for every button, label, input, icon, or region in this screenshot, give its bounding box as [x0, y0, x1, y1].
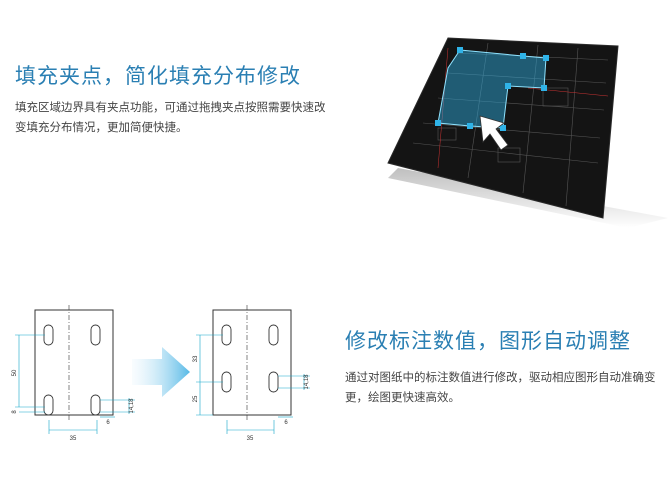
cursor-arrow-icon	[479, 115, 509, 151]
transform-arrow-icon	[132, 347, 190, 397]
feature-dim-description: 通过对图纸中的标注数值进行修改，驱动相应图形自动准确变更，绘图更快速高效。	[345, 370, 656, 404]
dim-label[interactable]: 35	[247, 436, 254, 442]
drawing-before: 50 8 35 14,18 6	[12, 305, 135, 442]
dim-label[interactable]: 14,18	[304, 374, 310, 390]
dim-label[interactable]: 33	[193, 355, 199, 362]
feature-fill-title: 填充夹点，简化填充分布修改	[15, 64, 301, 88]
cad-screen-illustration	[387, 37, 668, 228]
dim-label[interactable]: 25	[193, 395, 199, 402]
dim-label[interactable]: 35	[70, 436, 77, 442]
dim-label[interactable]: 6	[106, 420, 110, 426]
hatch-region	[437, 49, 547, 129]
feature-dim-title: 修改标注数值，图形自动调整	[345, 329, 631, 353]
feature-fill-description: 填充区域边界具有夹点功能，可通过拖拽夹点按照需要快速改变填充分布情况，更加简便快…	[15, 100, 326, 134]
hatch-grips	[435, 47, 549, 131]
dim-label[interactable]: 50	[12, 369, 18, 376]
drawing-after: 33 25 35 14,18 6	[193, 305, 310, 442]
dim-label[interactable]: 14,18	[129, 398, 135, 414]
screen-cad-lines	[412, 42, 609, 207]
dim-label[interactable]: 8	[12, 410, 18, 414]
dim-label[interactable]: 6	[284, 420, 288, 426]
